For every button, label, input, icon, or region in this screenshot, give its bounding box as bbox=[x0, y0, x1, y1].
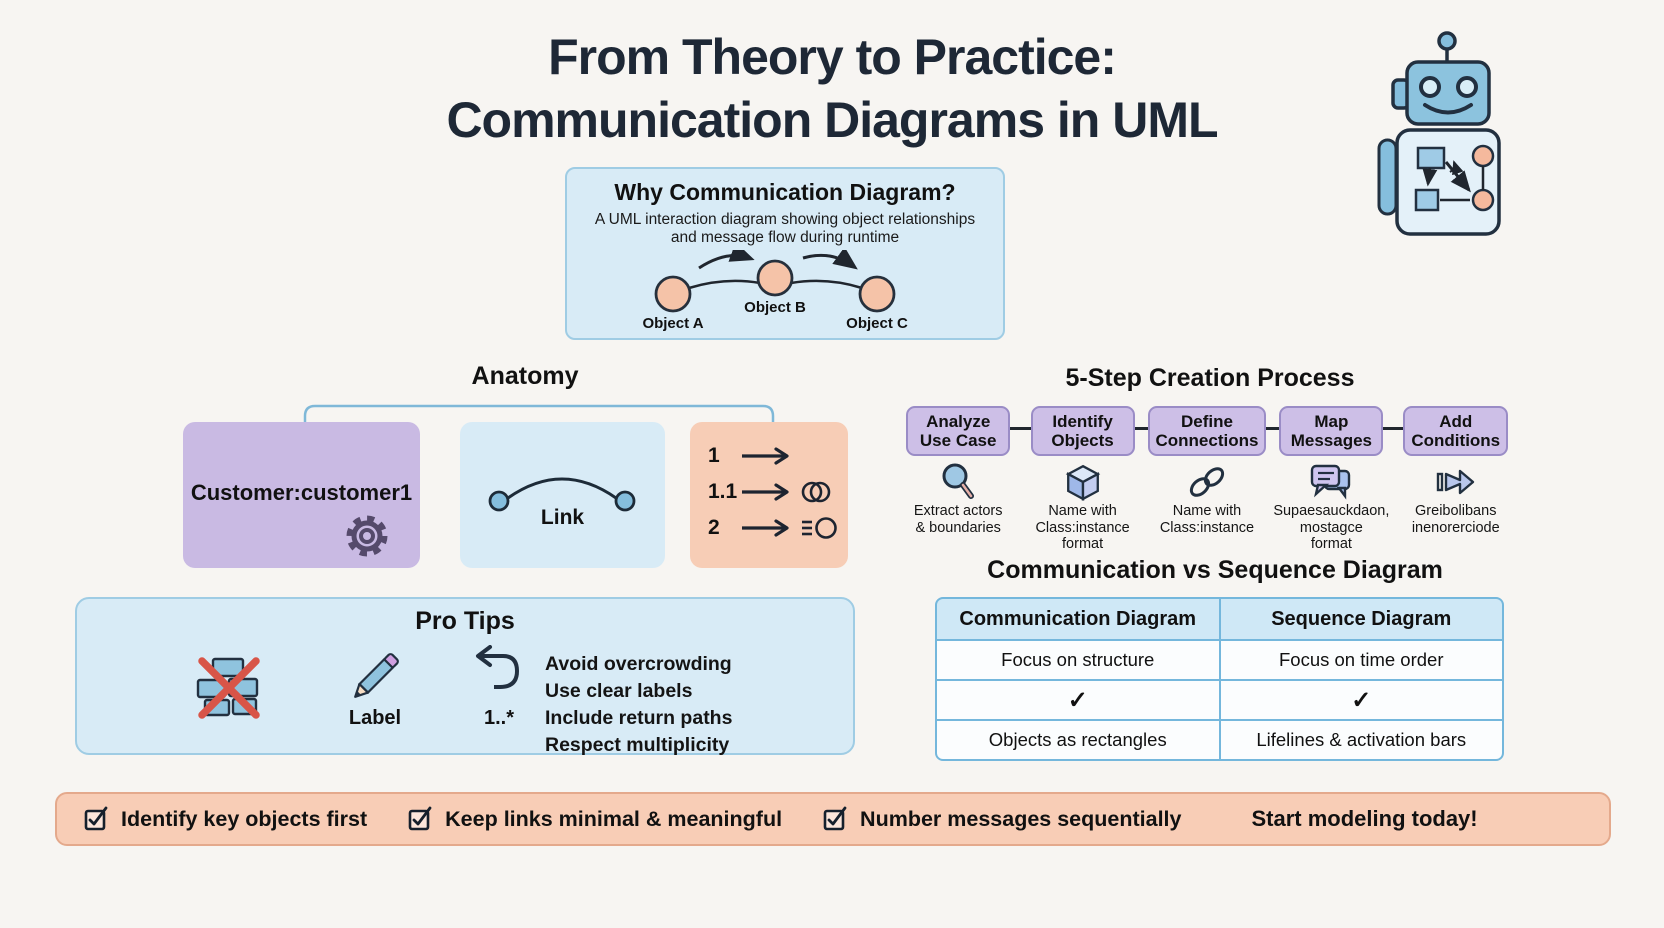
step-caption: Extract actors & boundaries bbox=[913, 503, 1003, 536]
step-box-label: Add Conditions bbox=[1403, 406, 1509, 457]
object-a-node bbox=[654, 275, 692, 312]
step-analyze-use-case: Analyze Use Case Extract actors & bounda… bbox=[896, 406, 1020, 553]
footer-cta: Start modeling today! bbox=[1251, 806, 1478, 831]
overlapping-circles-icon bbox=[801, 481, 831, 503]
table-cell-checkmark: ✓ bbox=[937, 681, 1219, 719]
anatomy-section-title: Anatomy bbox=[471, 362, 579, 390]
why-panel-description: A UML interaction diagram showing object… bbox=[594, 211, 976, 247]
speech-bubbles-icon bbox=[1308, 461, 1354, 503]
checked-checkbox-icon bbox=[823, 806, 847, 831]
footer-item-keep-links-minimal: Keep links minimal & meaningful bbox=[407, 805, 782, 833]
comparison-header-communication: Communication Diagram bbox=[937, 599, 1219, 639]
step-map-messages: Map Messages Supaesauckdaon, mostagce fo… bbox=[1269, 406, 1393, 553]
chain-link-icon bbox=[1186, 461, 1228, 503]
table-cell: Objects as rectangles bbox=[937, 721, 1219, 759]
step-define-connections: Define Connections Name with Class:insta… bbox=[1145, 406, 1269, 553]
pencil-icon bbox=[345, 647, 405, 712]
footer-checklist-bar: Identify key objects first Keep links mi… bbox=[55, 792, 1611, 846]
message-row-1: 1 bbox=[708, 438, 848, 474]
object-c-node bbox=[858, 275, 896, 312]
pro-tips-list: Avoid overcrowding Use clear labels Incl… bbox=[545, 651, 732, 759]
robot-icon bbox=[1366, 26, 1528, 243]
gear-icon bbox=[341, 510, 393, 567]
page-title: From Theory to Practice: Communication D… bbox=[0, 26, 1664, 152]
table-cell: Focus on structure bbox=[937, 641, 1219, 679]
footer-item-label: Keep links minimal & meaningful bbox=[445, 806, 783, 831]
comparison-table: Communication Diagram Sequence Diagram F… bbox=[935, 597, 1504, 761]
object-b-label: Object B bbox=[744, 299, 806, 316]
step-identify-objects: Identify Objects Name with Class:instanc… bbox=[1020, 406, 1144, 553]
checked-checkbox-icon bbox=[84, 806, 108, 831]
step-box-label: Define Connections bbox=[1147, 406, 1267, 457]
tip-item: Include return paths bbox=[545, 706, 733, 729]
arrow-right-icon bbox=[742, 483, 789, 501]
object-b-node bbox=[756, 259, 794, 296]
table-cell: Lifelines & activation bars bbox=[1220, 721, 1502, 759]
tip-item: Use clear labels bbox=[545, 679, 693, 702]
step-caption: Supaesauckdaon, mostagce format bbox=[1273, 503, 1390, 553]
arrow-right-icon bbox=[742, 447, 789, 465]
link-arc-icon bbox=[488, 477, 636, 512]
anatomy-object-box: Customer:customer1 bbox=[183, 422, 420, 568]
return-arrow-icon bbox=[469, 645, 527, 702]
anatomy-bracket bbox=[303, 404, 775, 448]
pro-tips-panel: Pro Tips Label 1..* Avoi bbox=[75, 597, 855, 756]
message-number: 2 bbox=[708, 516, 720, 539]
step-caption: Name with Class:instance bbox=[1159, 503, 1255, 536]
magnifier-icon bbox=[939, 461, 977, 503]
process-section-title: 5-Step Creation Process bbox=[1065, 364, 1355, 392]
cube-icon bbox=[1064, 461, 1102, 503]
object-box-label: Customer:customer1 bbox=[190, 480, 413, 505]
multiplicity-label: 1..* bbox=[483, 707, 515, 729]
comparison-header-sequence: Sequence Diagram bbox=[1220, 599, 1502, 639]
footer-item-number-messages: Number messages sequentially bbox=[822, 805, 1182, 833]
page-title-line2: Communication Diagrams in UML bbox=[446, 92, 1218, 148]
step-add-conditions: Add Conditions Greibolibans inenorerciod… bbox=[1394, 406, 1518, 553]
link-box-label: Link bbox=[540, 506, 585, 529]
table-cell: Focus on time order bbox=[1220, 641, 1502, 679]
message-number: 1.1 bbox=[708, 480, 738, 503]
process-steps: Analyze Use Case Extract actors & bounda… bbox=[896, 406, 1518, 553]
message-number: 1 bbox=[708, 444, 720, 467]
object-a-label: Object A bbox=[642, 315, 703, 332]
message-row-2: 1.1 bbox=[708, 474, 848, 510]
anatomy-message-numbering-box: 1 1.1 2 bbox=[690, 422, 848, 568]
arrow-right-icon bbox=[742, 519, 789, 537]
message-row-3: 2 bbox=[708, 510, 848, 546]
no-overcrowding-icon bbox=[189, 647, 271, 734]
anatomy-link-box: Link bbox=[460, 422, 665, 568]
step-caption: Name with Class:instance format bbox=[1035, 503, 1130, 553]
footer-item-label: Number messages sequentially bbox=[860, 806, 1182, 831]
page-title-line1: From Theory to Practice: bbox=[548, 29, 1117, 85]
pencil-label: Label bbox=[348, 707, 402, 729]
object-c-label: Object C bbox=[846, 315, 908, 332]
step-caption: Greibolibans inenorerciode bbox=[1411, 503, 1500, 536]
flag-arrow-icon bbox=[1433, 461, 1479, 503]
why-panel-title: Why Communication Diagram? bbox=[614, 179, 956, 205]
table-cell-checkmark: ✓ bbox=[1220, 681, 1502, 719]
pro-tips-title: Pro Tips bbox=[415, 607, 515, 635]
footer-item-label: Identify key objects first bbox=[121, 806, 368, 831]
comparison-section-title: Communication vs Sequence Diagram bbox=[987, 556, 1443, 584]
tip-item: Respect multiplicity bbox=[545, 733, 730, 756]
step-box-label: Analyze Use Case bbox=[906, 406, 1011, 457]
why-communication-diagram-panel: Why Communication Diagram? A UML interac… bbox=[565, 167, 1005, 340]
step-box-label: Identify Objects bbox=[1030, 406, 1135, 457]
lines-and-circle-icon bbox=[802, 517, 837, 539]
checked-checkbox-icon bbox=[408, 806, 432, 831]
footer-item-identify-objects: Identify key objects first bbox=[83, 805, 367, 833]
tip-item: Avoid overcrowding bbox=[545, 653, 732, 675]
object-flow-mini-diagram: Object A Object B Object C bbox=[642, 241, 908, 332]
step-box-label: Map Messages bbox=[1279, 406, 1384, 457]
